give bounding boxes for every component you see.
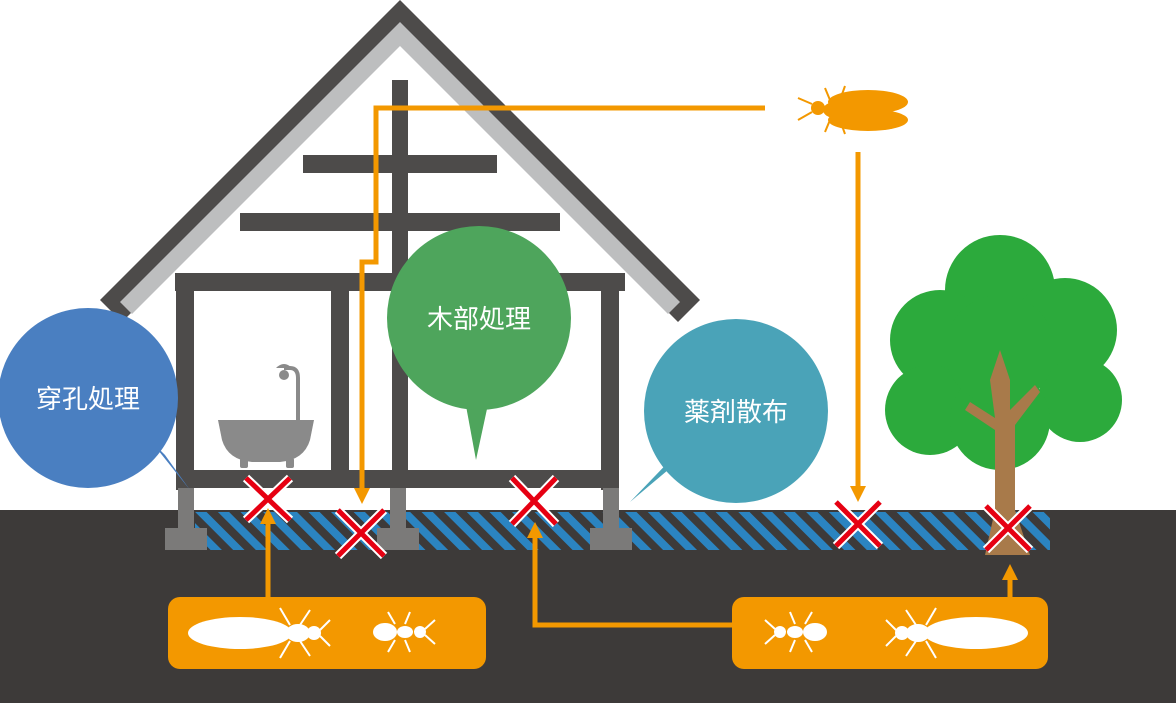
arrows [259,105,1019,628]
bubble-drill: 穿孔処理 [0,308,190,490]
cross-icon [242,474,294,524]
cross-icon [832,498,884,550]
wall-right [601,290,619,490]
worker-termite-icon [373,611,436,653]
bubble-spray: 薬剤散布 [630,319,828,503]
colony-right [732,597,1048,669]
label-wood: 木部処理 [427,305,531,335]
cross-icon [334,506,388,560]
block-marks [242,474,1034,560]
cross-icon [982,502,1034,554]
tree-trunk [965,350,1040,510]
bubble-wood: 木部処理 [387,226,571,460]
wall-mid [331,290,349,480]
beam-1 [303,155,497,173]
queen-termite-icon [885,607,1028,659]
queen-termite-icon [188,607,331,659]
bathtub-icon [218,364,314,468]
arrow-colony-right-to-house [526,521,732,628]
arrow-flying-to-house [353,105,765,505]
beam-2 [240,213,560,231]
flying-termite-icon [797,85,908,135]
cross-icon [508,474,560,528]
wall-left [176,280,194,490]
tree [885,235,1122,555]
label-spray: 薬剤散布 [684,398,788,428]
foundation-posts [165,488,632,550]
label-drill: 穿孔処理 [36,385,140,415]
colony-left [168,597,486,669]
worker-termite-icon [764,611,827,653]
